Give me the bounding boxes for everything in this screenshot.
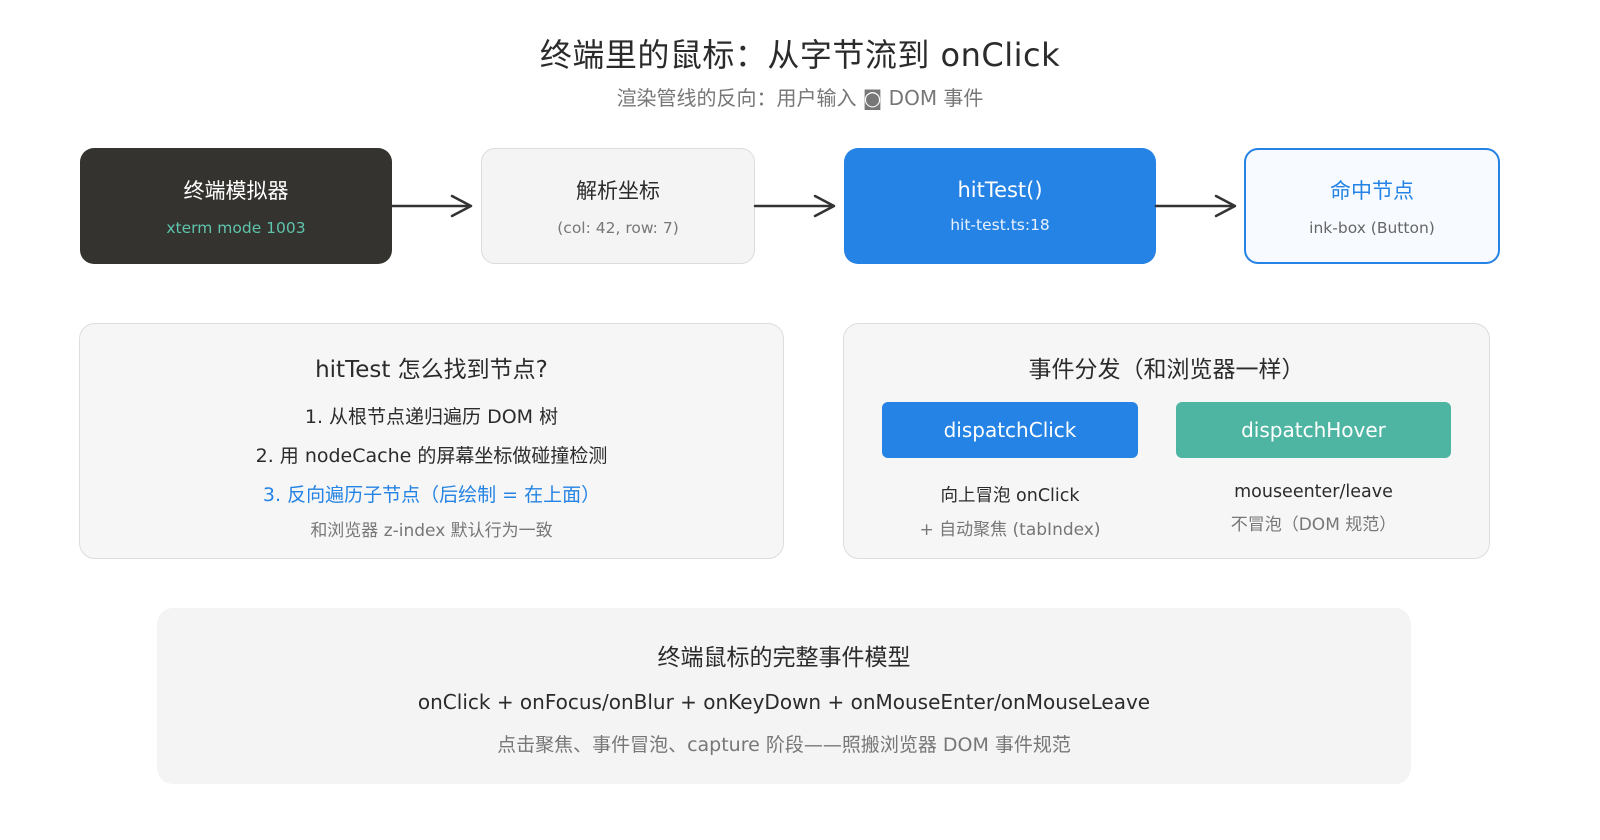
- right-arrow-icon: [753, 194, 836, 218]
- page-title: 终端里的鼠标：从字节流到 onClick: [539, 36, 1061, 74]
- flow-node-hit: 命中节点 ink-box (Button): [1244, 148, 1500, 264]
- panel-title: 事件分发（和浏览器一样）: [1028, 357, 1305, 383]
- hittest-note: 和浏览器 z-index 默认行为一致: [310, 521, 553, 541]
- desc-line: + 自动聚焦 (tabIndex): [919, 520, 1101, 540]
- hittest-step-highlight: 3. 反向遍历子节点（后绘制 = 在上面）: [262, 484, 601, 506]
- hittest-step: 2. 用 nodeCache 的屏幕坐标做碰撞检测: [255, 445, 608, 467]
- event-model-handlers: onClick + onFocus/onBlur + onKeyDown + o…: [417, 690, 1151, 714]
- flow-node-parse: 解析坐标 (col: 42, row: 7): [481, 148, 755, 264]
- event-model-note: 点击聚焦、事件冒泡、capture 阶段——照搬浏览器 DOM 事件规范: [497, 734, 1071, 756]
- dispatch-click-pill: dispatchClick: [882, 402, 1138, 458]
- flow-node-sub: (col: 42, row: 7): [557, 219, 679, 237]
- dispatch-hover-desc: mouseenter/leave 不冒泡（DOM 规范）: [1176, 482, 1451, 535]
- flow-node-title: hitTest(): [957, 178, 1043, 202]
- flow-node-title: 解析坐标: [576, 179, 660, 203]
- flow-node-sub: ink-box (Button): [1309, 219, 1435, 237]
- flow-node-sub: hit-test.ts:18: [950, 216, 1050, 234]
- desc-line: mouseenter/leave: [1234, 482, 1393, 502]
- desc-line: 不冒泡（DOM 规范）: [1230, 515, 1397, 535]
- right-arrow-icon: [1154, 194, 1237, 218]
- page-subtitle: 渲染管线的反向：用户输入 ◙ DOM 事件: [616, 86, 984, 110]
- panel-title: hitTest 怎么找到节点?: [315, 357, 548, 383]
- flow-node-hittest: hitTest() hit-test.ts:18: [844, 148, 1156, 264]
- flow-node-terminal: 终端模拟器 xterm mode 1003: [80, 148, 392, 264]
- desc-line: 向上冒泡 onClick: [940, 486, 1080, 506]
- dispatch-click-desc: 向上冒泡 onClick + 自动聚焦 (tabIndex): [882, 482, 1138, 540]
- hittest-step: 1. 从根节点递归遍历 DOM 树: [304, 406, 559, 428]
- dispatch-hover-pill: dispatchHover: [1176, 402, 1451, 458]
- flow-node-sub: xterm mode 1003: [166, 219, 306, 237]
- panel-title: 终端鼠标的完整事件模型: [657, 645, 911, 671]
- flow-node-title: 命中节点: [1330, 179, 1414, 203]
- hittest-panel: hitTest 怎么找到节点? 1. 从根节点递归遍历 DOM 树 2. 用 n…: [79, 323, 784, 559]
- flow-node-title: 终端模拟器: [183, 179, 289, 203]
- right-arrow-icon: [390, 194, 473, 218]
- event-model-panel: 终端鼠标的完整事件模型 onClick + onFocus/onBlur + o…: [157, 608, 1411, 784]
- dispatch-panel: 事件分发（和浏览器一样） dispatchClick dispatchHover…: [843, 323, 1490, 559]
